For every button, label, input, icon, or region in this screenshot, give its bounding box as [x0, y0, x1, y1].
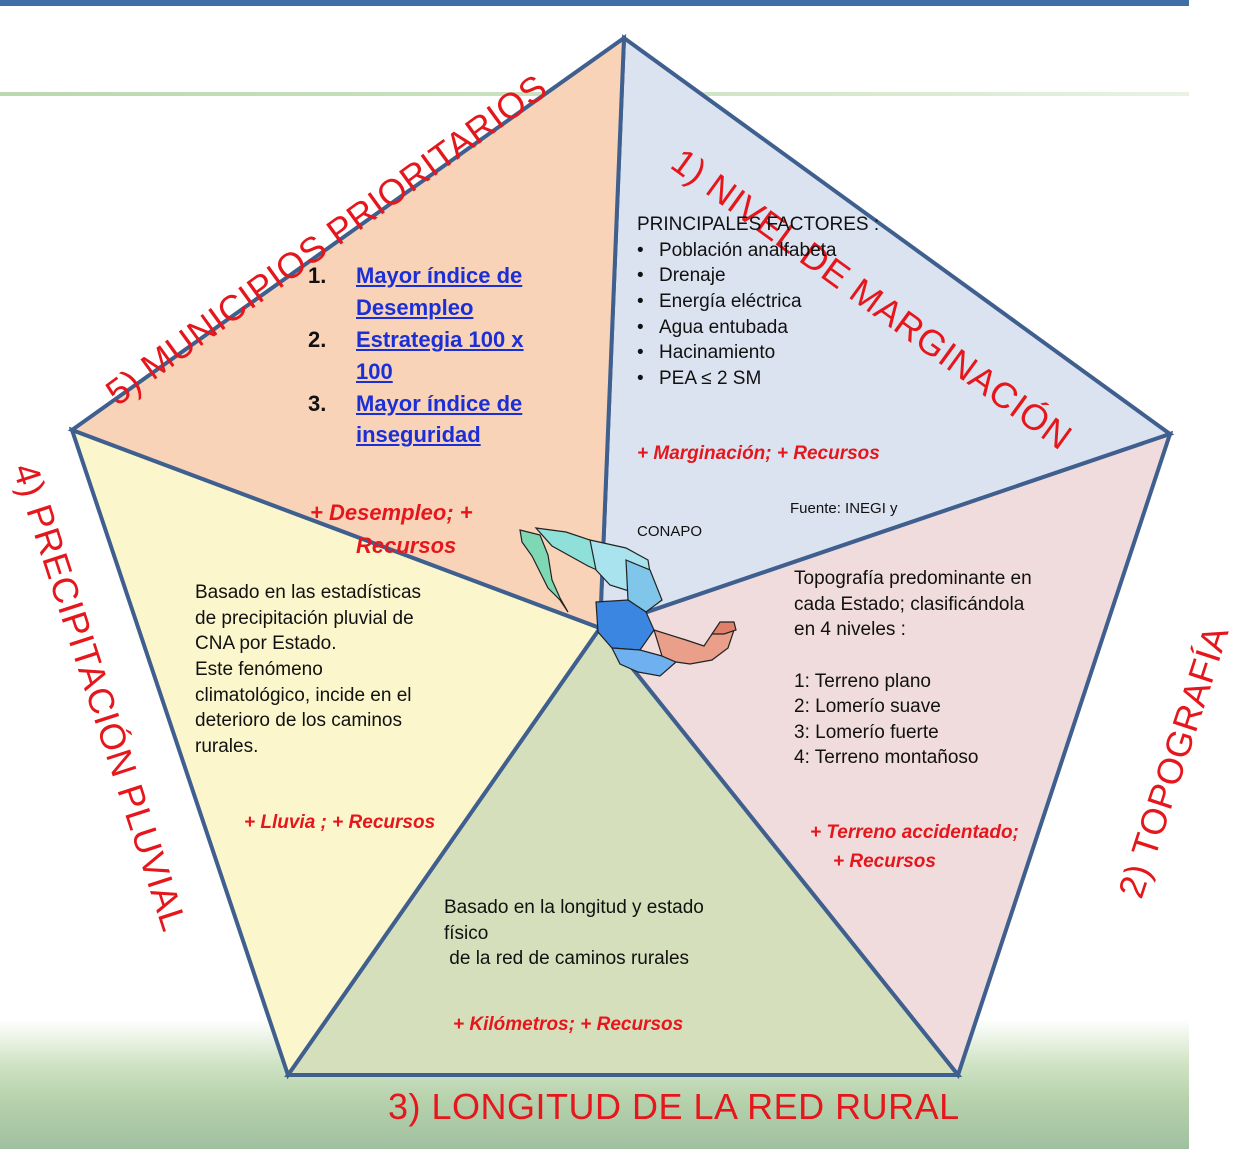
sector-municipios: [67, 34, 627, 631]
marginacion-source-1: Fuente: INEGI y: [790, 500, 898, 517]
topografia-tagline-2: + Recursos: [833, 851, 936, 872]
factor-item: Agua entubada: [637, 315, 879, 341]
title-longitud: 3) LONGITUD DE LA RED RURAL: [388, 1086, 960, 1127]
municipios-tagline-2: Recursos: [356, 533, 457, 558]
longitud-tagline: + Kilómetros; + Recursos: [453, 1014, 684, 1035]
topografia-text: Topografía predominante en cada Estado; …: [794, 566, 1032, 771]
precipitacion-line: Este fenómeno: [195, 658, 323, 680]
precipitacion-line: climatológico, incide en el: [195, 684, 412, 706]
factor-item: Hacinamiento: [637, 340, 879, 366]
topografia-level: 2: Lomerío suave: [794, 696, 941, 718]
longitud-line: Basado en la longitud y estado: [444, 897, 704, 918]
longitud-text: Basado en la longitud y estado físico de…: [444, 895, 704, 972]
precipitacion-tagline: + Lluvia ; + Recursos: [244, 812, 436, 833]
pentagon-diagram: [67, 34, 1175, 1080]
marginacion-tagline: + Marginación; + Recursos: [637, 443, 880, 464]
precipitacion-line: rurales.: [195, 735, 259, 757]
factor-item: PEA ≤ 2 SM: [637, 366, 879, 392]
precipitacion-text: Basado en las estadísticas de precipitac…: [195, 580, 421, 759]
item-number: 1.: [308, 263, 327, 288]
longitud-line: de la red de caminos rurales: [444, 948, 690, 970]
topografia-line: cada Estado; clasificándola: [794, 593, 1025, 615]
topografia-tagline-1: + Terreno accidentado;: [810, 822, 1019, 843]
factor-item: Población analfabeta: [637, 238, 879, 264]
top-rule: [0, 0, 1189, 6]
municipios-tagline-1: + Desempleo; +: [310, 500, 473, 525]
factor-item: Drenaje: [637, 263, 879, 289]
item-number: 3.: [308, 390, 327, 416]
marginacion-source-2: CONAPO: [637, 523, 703, 540]
mexico-map-icon: [519, 527, 737, 677]
precipitacion-line: de precipitación pluvial de: [195, 607, 414, 629]
factor-item: Energía eléctrica: [637, 289, 879, 315]
topografia-line: Topografía predominante en: [794, 568, 1032, 589]
precipitacion-line: Basado en las estadísticas: [195, 582, 422, 603]
item-number: 2.: [308, 326, 327, 352]
longitud-line: físico: [444, 922, 489, 944]
marginacion-heading: PRINCIPALES FACTORES :: [637, 214, 880, 235]
topografia-spacer: [794, 643, 1032, 669]
topografia-level: 1: Terreno plano: [794, 670, 931, 692]
factor-list: Población analfabeta Drenaje Energía elé…: [637, 238, 879, 392]
topografia-level: 4: Terreno montañoso: [794, 747, 979, 769]
topografia-level: 3: Lomerío fuerte: [794, 721, 939, 743]
marginacion-factors: PRINCIPALES FACTORES : Población analfab…: [637, 212, 879, 391]
precipitacion-line: CNA por Estado.: [195, 633, 337, 655]
precipitacion-line: deterioro de los caminos: [195, 710, 402, 732]
topografia-line: en 4 niveles :: [794, 619, 906, 641]
